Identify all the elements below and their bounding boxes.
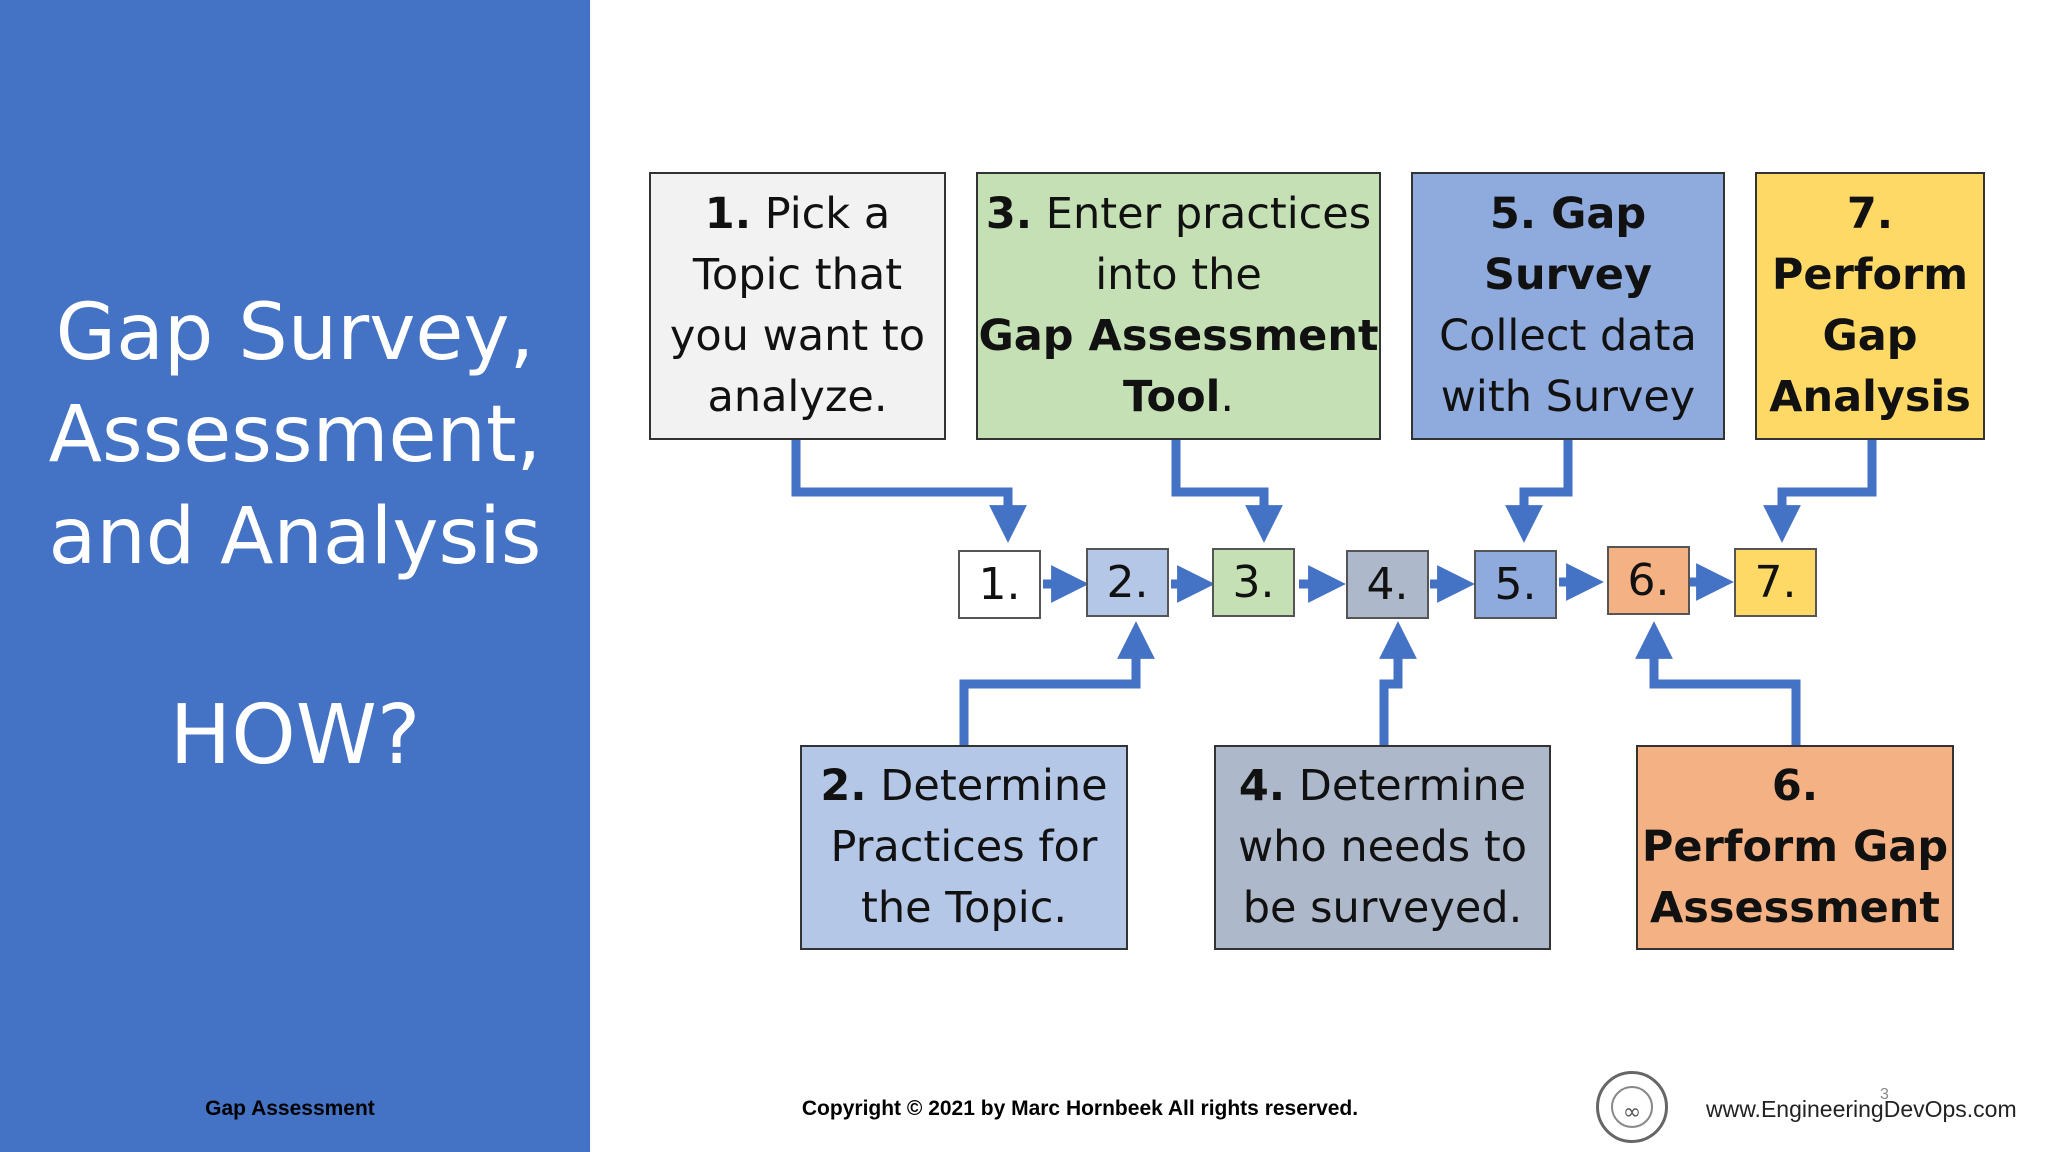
step-text: .: [1220, 372, 1235, 422]
sidebar-panel: Gap Survey, Assessment, and Analysis HOW…: [0, 0, 590, 1152]
slide-title: Gap Survey, Assessment, and Analysis: [0, 282, 590, 588]
step-text: Gap: [1551, 189, 1647, 239]
copyright-text: Copyright © 2021 by Marc Hornbeek All ri…: [801, 1097, 1359, 1120]
step-text: Gap Assessment: [978, 311, 1379, 361]
infinity-icon: ∞: [1622, 1100, 1642, 1125]
step-text: into the: [1095, 250, 1262, 300]
sequence-box-5: 5.: [1474, 550, 1557, 619]
step-box-2: 2. Determine Practices for the Topic.: [800, 745, 1128, 950]
step-text: Survey: [1483, 250, 1652, 300]
step-text: Determine: [880, 761, 1108, 811]
step-text: Collect data: [1439, 311, 1697, 361]
sequence-box-1: 1.: [958, 550, 1041, 619]
step-text: the Topic.: [860, 883, 1068, 933]
step-box-5: 5. Gap Survey Collect data with Survey: [1411, 172, 1725, 440]
step-text: Perform Gap: [1641, 822, 1949, 872]
step-text: Gap: [1822, 311, 1918, 361]
sequence-box-2: 2.: [1086, 548, 1169, 617]
website-link[interactable]: www.EngineeringDevOps.com: [1706, 1096, 2017, 1122]
footer-section-label: Gap Assessment: [205, 1097, 375, 1120]
sequence-box-7: 7.: [1734, 548, 1817, 617]
step-text: be surveyed.: [1242, 883, 1523, 933]
step-text: Tool: [1122, 372, 1221, 422]
how-question: HOW?: [169, 688, 421, 783]
step-number: 1.: [704, 189, 752, 239]
title-line: Assessment,: [48, 390, 542, 480]
connector-step6: [1635, 621, 1801, 745]
step-number: 7.: [1846, 189, 1894, 239]
step-number: 4.: [1238, 761, 1286, 811]
step-text: with Survey: [1440, 372, 1696, 422]
title-line: and Analysis: [48, 492, 542, 582]
step-text: analyze.: [707, 372, 888, 422]
step-text: Practices for: [830, 822, 1098, 872]
step-text: you want to: [669, 311, 926, 361]
title-line: Gap Survey,: [55, 288, 535, 378]
connector-step4: [1379, 621, 1417, 745]
step-text: Topic that: [692, 250, 903, 300]
sequence-box-4: 4.: [1346, 550, 1429, 619]
step-box-3: 3. Enter practices into the Gap Assessme…: [976, 172, 1381, 440]
step-number: 5.: [1489, 189, 1537, 239]
sequence-box-3: 3.: [1212, 548, 1295, 617]
step-text: Enter practices: [1045, 189, 1372, 239]
step-text: Analysis: [1769, 372, 1971, 422]
step-number: 3.: [985, 189, 1033, 239]
step-number: 2.: [820, 761, 867, 811]
step-text: Determine: [1298, 761, 1527, 811]
logo-ring: ∞: [1611, 1086, 1653, 1128]
step-box-1: 1. Pick a Topic that you want to analyze…: [649, 172, 946, 440]
connector-step2: [959, 621, 1155, 745]
step-text: who needs to: [1237, 822, 1528, 872]
step-number: 6.: [1771, 761, 1819, 811]
connector-step3: [1171, 440, 1283, 543]
connector-step5: [1505, 440, 1573, 543]
step-box-4: 4. Determine who needs to be surveyed.: [1214, 745, 1551, 950]
step-box-7: 7. Perform Gap Analysis: [1755, 172, 1985, 440]
engineeringdevops-logo: ∞: [1596, 1071, 1668, 1143]
sequence-box-6: 6.: [1607, 546, 1690, 615]
connector-step1: [791, 440, 1027, 543]
step-box-6: 6. Perform Gap Assessment: [1636, 745, 1954, 950]
step-text: Assessment: [1650, 883, 1940, 933]
step-text: Pick a: [764, 189, 891, 239]
step-text: Perform: [1771, 250, 1969, 300]
connector-step7: [1763, 440, 1877, 543]
page-number: 3: [1880, 1086, 1889, 1103]
